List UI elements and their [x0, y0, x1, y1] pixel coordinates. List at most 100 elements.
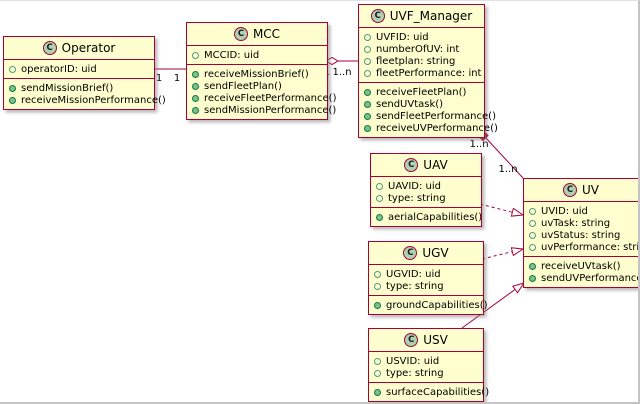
class-header: C UAV	[371, 154, 481, 176]
relation-uvfmanager-uv	[484, 136, 524, 179]
fields-section: UVFID: uid numberOfUV: int fleetplan: st…	[359, 27, 484, 82]
field-row: type: string	[369, 280, 483, 292]
method-row: sendUVPerformance()	[524, 272, 638, 284]
fields-section: MCCID: uid	[187, 45, 327, 64]
method-row: aerialCapabilities()	[371, 211, 482, 223]
field-icon	[374, 357, 381, 365]
field-row: type: string	[369, 367, 483, 379]
class-operator: C Operator operatorID: uid sendMissionBr…	[3, 36, 166, 110]
fields-section: USVID: uid type: string	[369, 351, 483, 382]
multiplicity-label: 1	[156, 73, 162, 84]
field-row: fleetplan: string	[359, 55, 484, 67]
field-icon	[364, 57, 371, 65]
class-usv: C USV USVID: uid type: string surfaceCap…	[368, 328, 489, 402]
relation-usv-uv	[461, 283, 524, 329]
class-c-icon: C	[563, 183, 577, 197]
field-icon	[529, 231, 536, 239]
field-icon	[529, 243, 536, 251]
field-icon	[374, 282, 381, 290]
class-name: USV	[423, 333, 448, 347]
multiplicity-label: 1	[174, 73, 180, 84]
field-icon	[364, 45, 371, 53]
class-c-icon: C	[233, 27, 248, 41]
field-icon	[364, 33, 371, 41]
class-c-icon: C	[42, 41, 57, 55]
class-name: Operator	[61, 41, 116, 55]
method-row: sendFleetPerformance()	[359, 110, 496, 122]
class-uvf-manager: C UVF_Manager UVFID: uid numberOfUV: int…	[358, 4, 498, 138]
method-icon	[374, 388, 381, 396]
class-header: C MCC	[187, 23, 327, 45]
field-icon	[529, 207, 536, 215]
method-icon	[364, 88, 371, 96]
class-uav: C UAV UAVID: uid type: string aerialCapa…	[370, 153, 482, 227]
class-name: UGV	[422, 246, 449, 260]
multiplicity-label: 1..n	[332, 67, 351, 78]
relation-ugv-uv	[481, 249, 523, 260]
method-row: sendMissionBrief()	[4, 82, 154, 94]
field-icon	[364, 69, 371, 77]
methods-section: receiveUVtask() sendUVPerformance()	[524, 256, 638, 287]
methods-section: receiveMissionBrief() sendFleetPlan() re…	[187, 64, 336, 119]
fields-section: operatorID: uid	[4, 59, 154, 78]
methods-section: sendMissionBrief() receiveMissionPerform…	[4, 78, 166, 109]
method-icon	[192, 82, 199, 90]
methods-section: groundCapabilities()	[369, 295, 488, 314]
class-header: C USV	[369, 329, 483, 351]
method-icon	[364, 112, 371, 120]
fields-section: UAVID: uid type: string	[371, 176, 481, 207]
method-row: receiveUVtask()	[524, 260, 638, 272]
method-icon	[374, 301, 381, 309]
fields-section: UVID: uid uvTask: string uvStatus: strin…	[524, 201, 638, 256]
class-name: MCC	[252, 27, 281, 41]
field-row: numberOfUV: int	[359, 43, 484, 55]
method-row: receiveFleetPerformance()	[187, 92, 336, 104]
field-row: UVFID: uid	[359, 31, 484, 43]
method-icon	[364, 100, 371, 108]
class-name: UV	[582, 183, 599, 197]
multiplicity-label: 1..n	[498, 164, 517, 175]
field-icon	[9, 65, 16, 73]
field-icon	[192, 51, 199, 59]
relation-uav-uv	[479, 203, 523, 215]
method-icon	[376, 213, 383, 221]
method-row: receiveFleetPlan()	[359, 86, 484, 98]
method-row: surfaceCapabilities()	[369, 386, 489, 398]
class-c-icon: C	[404, 158, 419, 172]
field-icon	[374, 369, 381, 377]
method-row: sendUVtask()	[359, 98, 484, 110]
method-icon	[364, 124, 371, 132]
field-row: uvStatus: string	[524, 229, 638, 241]
class-c-icon: C	[370, 9, 385, 23]
multiplicity-label: 1..n	[469, 139, 488, 150]
field-icon	[376, 194, 383, 202]
methods-section: aerialCapabilities()	[371, 207, 482, 226]
field-icon	[529, 219, 536, 227]
field-row: USVID: uid	[369, 355, 483, 367]
class-header: C UGV	[369, 242, 483, 264]
field-row: UGVID: uid	[369, 268, 483, 280]
method-icon	[9, 84, 16, 92]
method-row: receiveUVPerformance()	[359, 122, 498, 134]
method-row: sendFleetPlan()	[187, 80, 327, 92]
fields-section: UGVID: uid type: string	[369, 264, 483, 295]
method-icon	[192, 106, 199, 114]
class-header: C UVF_Manager	[359, 5, 484, 27]
field-row: operatorID: uid	[4, 63, 154, 75]
methods-section: receiveFleetPlan() sendUVtask() sendFlee…	[359, 82, 498, 137]
field-row: UAVID: uid	[371, 180, 481, 192]
class-header: C UV	[524, 179, 638, 201]
method-row: receiveMissionPerformance()	[4, 94, 166, 106]
class-uv: C UV UVID: uid uvTask: string uvStatus: …	[523, 178, 638, 288]
class-name: UAV	[423, 158, 448, 172]
field-icon	[376, 182, 383, 190]
method-row: receiveMissionBrief()	[187, 68, 327, 80]
field-row: type: string	[371, 192, 481, 204]
field-row: uvPerformance: string	[524, 241, 638, 253]
field-row: uvTask: string	[524, 217, 638, 229]
field-row: UVID: uid	[524, 205, 638, 217]
method-icon	[192, 70, 199, 78]
method-icon	[9, 96, 16, 104]
methods-section: surfaceCapabilities()	[369, 382, 489, 401]
